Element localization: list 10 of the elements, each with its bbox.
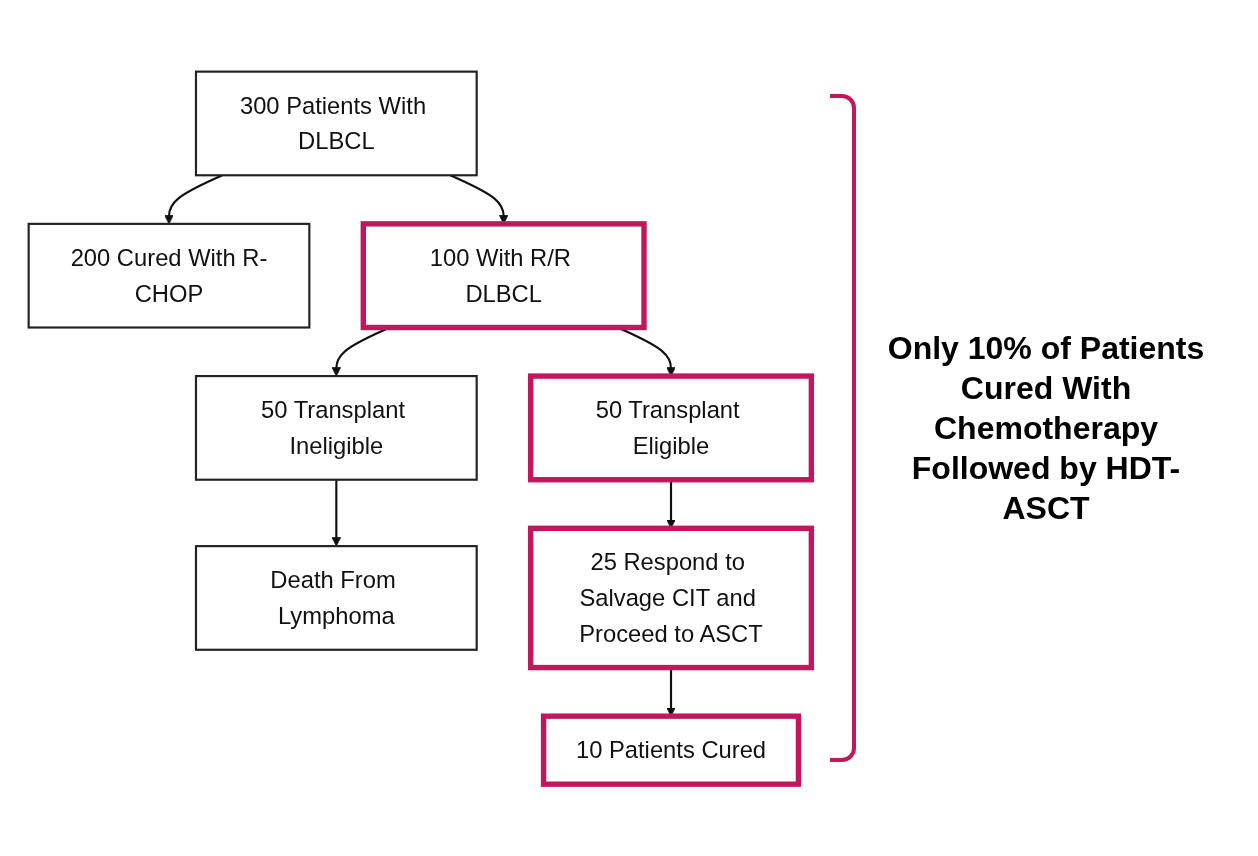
node-box: 100 With R/R DLBCL <box>360 221 647 331</box>
node-box: 200 Cured With R-CHOP <box>27 222 311 329</box>
node-box: 300 Patients With DLBCL <box>194 70 478 177</box>
node-box: Death From Lymphoma <box>194 545 478 651</box>
arrow <box>331 479 342 547</box>
node-box: 25 Respond to Salvage CIT and Proceed to ASCT <box>527 525 815 671</box>
node-box: 10 Patients Cured <box>540 713 802 787</box>
node-box: 50 Transplant Eligible <box>527 373 815 483</box>
note-text: Only 10% of Patients Cured With Chemotherapy Followed by HDT-ASCT <box>886 329 1206 528</box>
node-box: 50 Transplant Ineligible <box>194 375 478 481</box>
